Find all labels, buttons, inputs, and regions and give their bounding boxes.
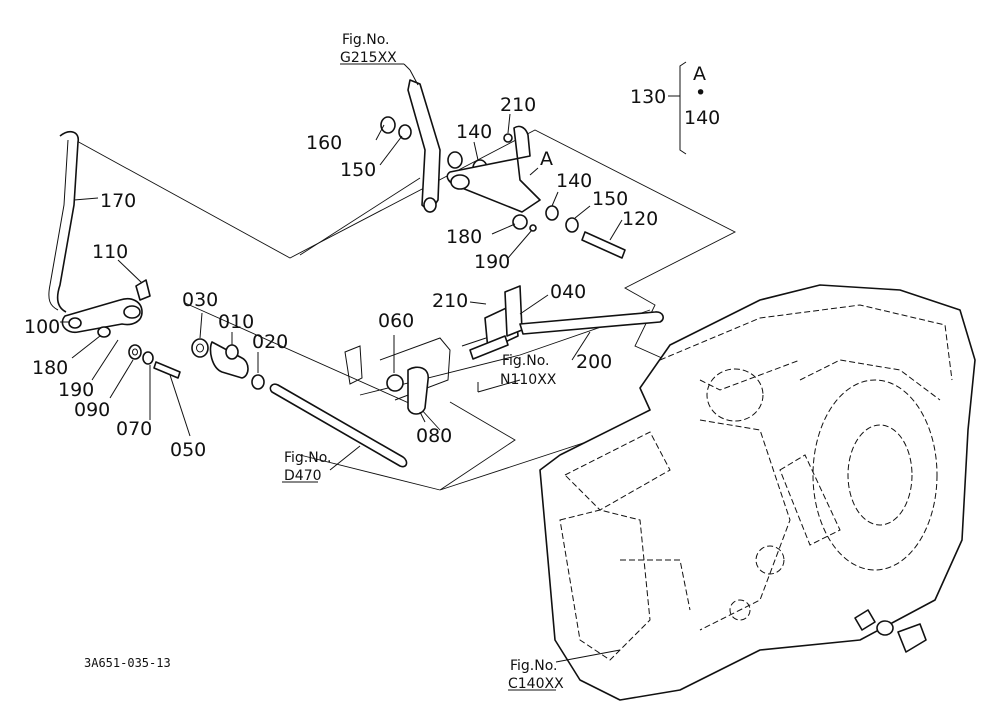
fig-ref-g215-label: Fig.No. xyxy=(342,32,390,48)
label-110: 110 xyxy=(92,241,128,263)
label-020: 020 xyxy=(252,331,288,353)
label-030: 030 xyxy=(182,289,218,311)
label-010: 010 xyxy=(218,311,254,333)
coupling-group xyxy=(128,338,265,390)
label-180b: 180 xyxy=(446,226,482,248)
label-210b: 210 xyxy=(432,290,468,312)
label-070: 070 xyxy=(116,418,152,440)
bracket-130 xyxy=(668,61,687,155)
rod-170 xyxy=(48,130,80,313)
fig-ref-d470-label: Fig.No. xyxy=(284,450,332,466)
label-180a: 180 xyxy=(32,357,68,379)
label-060: 060 xyxy=(378,310,414,332)
label-190b: 190 xyxy=(474,251,510,273)
bracket-dot: • xyxy=(695,82,706,104)
fig-ref-c140-code: C140XX xyxy=(508,676,564,692)
upper-linkage xyxy=(380,79,626,259)
label-200: 200 xyxy=(576,351,612,373)
figure-references: Fig.No. G215XX Fig.No. N110XX Fig.No. D4… xyxy=(284,32,564,692)
middle-group xyxy=(344,285,664,415)
part-labels: 170 110 100 180 190 090 070 050 030 010 … xyxy=(24,63,720,461)
shaft-d470 xyxy=(269,383,408,468)
label-050: 050 xyxy=(170,439,206,461)
transmission-case xyxy=(539,284,976,701)
label-040: 040 xyxy=(550,281,586,303)
label-100: 100 xyxy=(24,316,60,338)
fig-ref-n110-label: Fig.No. xyxy=(502,353,550,369)
fig-ref-d470-code: D470 xyxy=(284,468,322,484)
label-150a: 150 xyxy=(340,159,376,181)
label-080: 080 xyxy=(416,425,452,447)
label-150b: 150 xyxy=(592,188,628,210)
bracket-value: 140 xyxy=(684,107,720,129)
lever-100 xyxy=(61,279,151,338)
label-callout-a: A xyxy=(540,148,553,170)
label-090: 090 xyxy=(74,399,110,421)
label-210a: 210 xyxy=(500,94,536,116)
label-140a: 140 xyxy=(456,121,492,143)
drawing-number: 3A651-035-13 xyxy=(84,656,171,670)
label-170: 170 xyxy=(100,190,136,212)
label-160: 160 xyxy=(306,132,342,154)
label-120: 120 xyxy=(622,208,658,230)
label-130: 130 xyxy=(630,86,666,108)
label-140b: 140 xyxy=(556,170,592,192)
label-leaders xyxy=(60,63,623,691)
fig-ref-n110-code: N110XX xyxy=(500,372,557,388)
label-190a: 190 xyxy=(58,379,94,401)
bracket-letter: A xyxy=(693,63,706,85)
fig-ref-c140-label: Fig.No. xyxy=(510,658,558,674)
fig-ref-g215-code: G215XX xyxy=(340,50,397,66)
